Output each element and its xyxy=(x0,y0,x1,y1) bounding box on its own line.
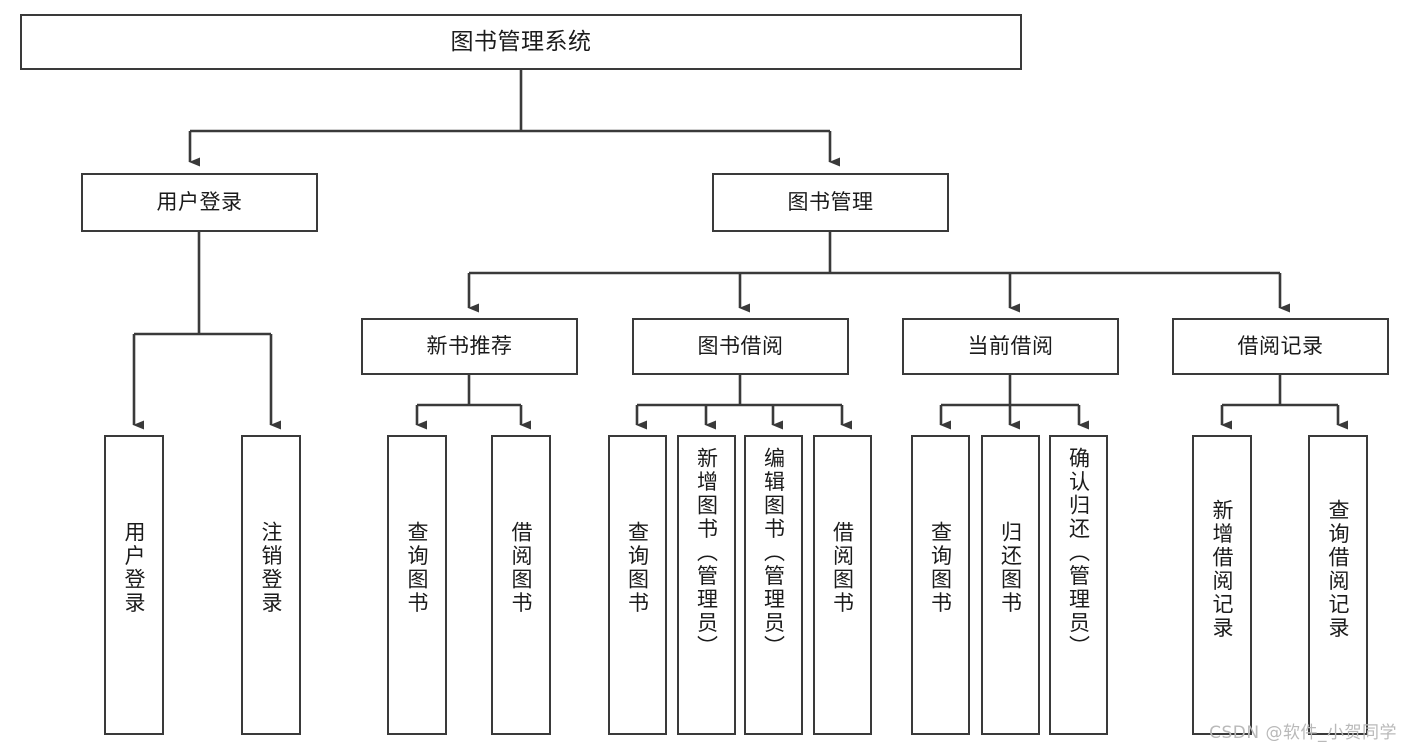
leaf-records-add-record[interactable]: 新增借阅记录 xyxy=(1192,435,1252,735)
leaf-borrow-query-book[interactable]: 查询图书 xyxy=(608,435,667,735)
node-label: 新增图书（管理员） xyxy=(694,447,719,659)
node-label: 图书借阅 xyxy=(697,333,784,358)
node-label: 查询图书 xyxy=(928,521,953,615)
node-label: 新增借阅记录 xyxy=(1210,499,1235,640)
node-label: 查询图书 xyxy=(625,521,650,615)
node-label: 图书管理系统 xyxy=(450,28,592,55)
leaf-borrow-borrow-book[interactable]: 借阅图书 xyxy=(813,435,872,735)
node-label: 归还图书 xyxy=(998,521,1023,615)
leaf-current-query-book[interactable]: 查询图书 xyxy=(911,435,970,735)
node-current-borrow[interactable]: 当前借阅 xyxy=(902,318,1119,375)
node-user-login[interactable]: 用户登录 xyxy=(81,173,318,232)
leaf-records-query-record[interactable]: 查询借阅记录 xyxy=(1308,435,1368,735)
node-label: 查询图书 xyxy=(405,521,430,615)
node-root-system[interactable]: 图书管理系统 xyxy=(20,14,1022,70)
node-book-management[interactable]: 图书管理 xyxy=(712,173,949,232)
node-label: 图书管理 xyxy=(787,189,874,214)
node-label: 当前借阅 xyxy=(967,333,1054,358)
leaf-recommend-borrow-book[interactable]: 借阅图书 xyxy=(491,435,551,735)
node-label: 确认归还（管理员） xyxy=(1066,447,1091,659)
node-label: 查询借阅记录 xyxy=(1326,499,1351,640)
leaf-user-login-login[interactable]: 用户登录 xyxy=(104,435,164,735)
node-label: 用户登录 xyxy=(156,189,243,214)
leaf-user-login-logout[interactable]: 注销登录 xyxy=(241,435,301,735)
node-borrow-records[interactable]: 借阅记录 xyxy=(1172,318,1389,375)
node-label: 用户登录 xyxy=(122,521,147,615)
node-new-book-recommend[interactable]: 新书推荐 xyxy=(361,318,578,375)
node-label: 借阅记录 xyxy=(1237,333,1324,358)
node-label: 借阅图书 xyxy=(830,521,855,615)
leaf-borrow-edit-book-admin[interactable]: 编辑图书（管理员） xyxy=(744,435,803,735)
node-label: 新书推荐 xyxy=(426,333,513,358)
node-label: 借阅图书 xyxy=(509,521,534,615)
node-label: 编辑图书（管理员） xyxy=(761,447,786,659)
node-label: 注销登录 xyxy=(259,521,284,615)
node-book-borrow[interactable]: 图书借阅 xyxy=(632,318,849,375)
leaf-borrow-add-book-admin[interactable]: 新增图书（管理员） xyxy=(677,435,736,735)
leaf-current-return-book[interactable]: 归还图书 xyxy=(981,435,1040,735)
leaf-recommend-query-book[interactable]: 查询图书 xyxy=(387,435,447,735)
watermark-text: CSDN @软件_小贺同学 xyxy=(1209,723,1397,743)
leaf-current-confirm-return-admin[interactable]: 确认归还（管理员） xyxy=(1049,435,1108,735)
